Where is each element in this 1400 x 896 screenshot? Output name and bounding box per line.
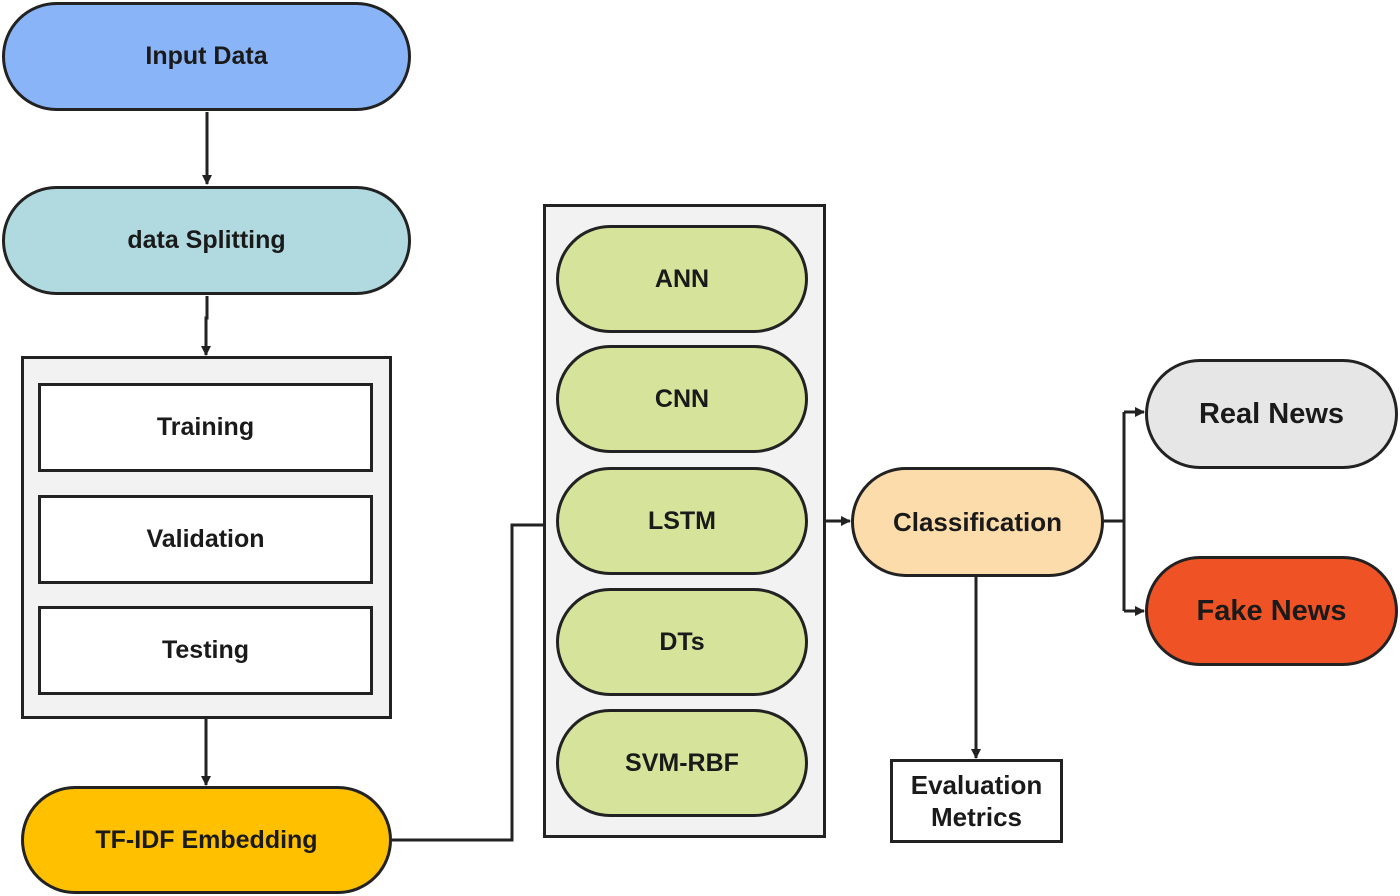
tfidf-embedding-node: TF-IDF Embedding bbox=[21, 786, 392, 894]
model-svm-rbf: SVM-RBF bbox=[556, 709, 808, 817]
classification-node: Classification bbox=[851, 467, 1104, 577]
input-data-node: Input Data bbox=[2, 2, 411, 111]
data-splitting-node: data Splitting bbox=[2, 186, 411, 295]
evaluation-metrics-box: Evaluation Metrics bbox=[890, 759, 1063, 843]
model-dts: DTs bbox=[556, 588, 808, 696]
arrow-tfidf-to-lstm bbox=[392, 520, 555, 842]
validation-box: Validation bbox=[38, 495, 373, 584]
arrow-splitting-to-split-group bbox=[201, 296, 211, 356]
model-lstm: LSTM bbox=[556, 467, 808, 575]
testing-box: Testing bbox=[38, 606, 373, 695]
model-ann: ANN bbox=[556, 225, 808, 333]
model-cnn: CNN bbox=[556, 345, 808, 453]
real-news-node: Real News bbox=[1145, 359, 1398, 469]
fake-news-node: Fake News bbox=[1145, 556, 1398, 666]
training-box: Training bbox=[38, 383, 373, 472]
